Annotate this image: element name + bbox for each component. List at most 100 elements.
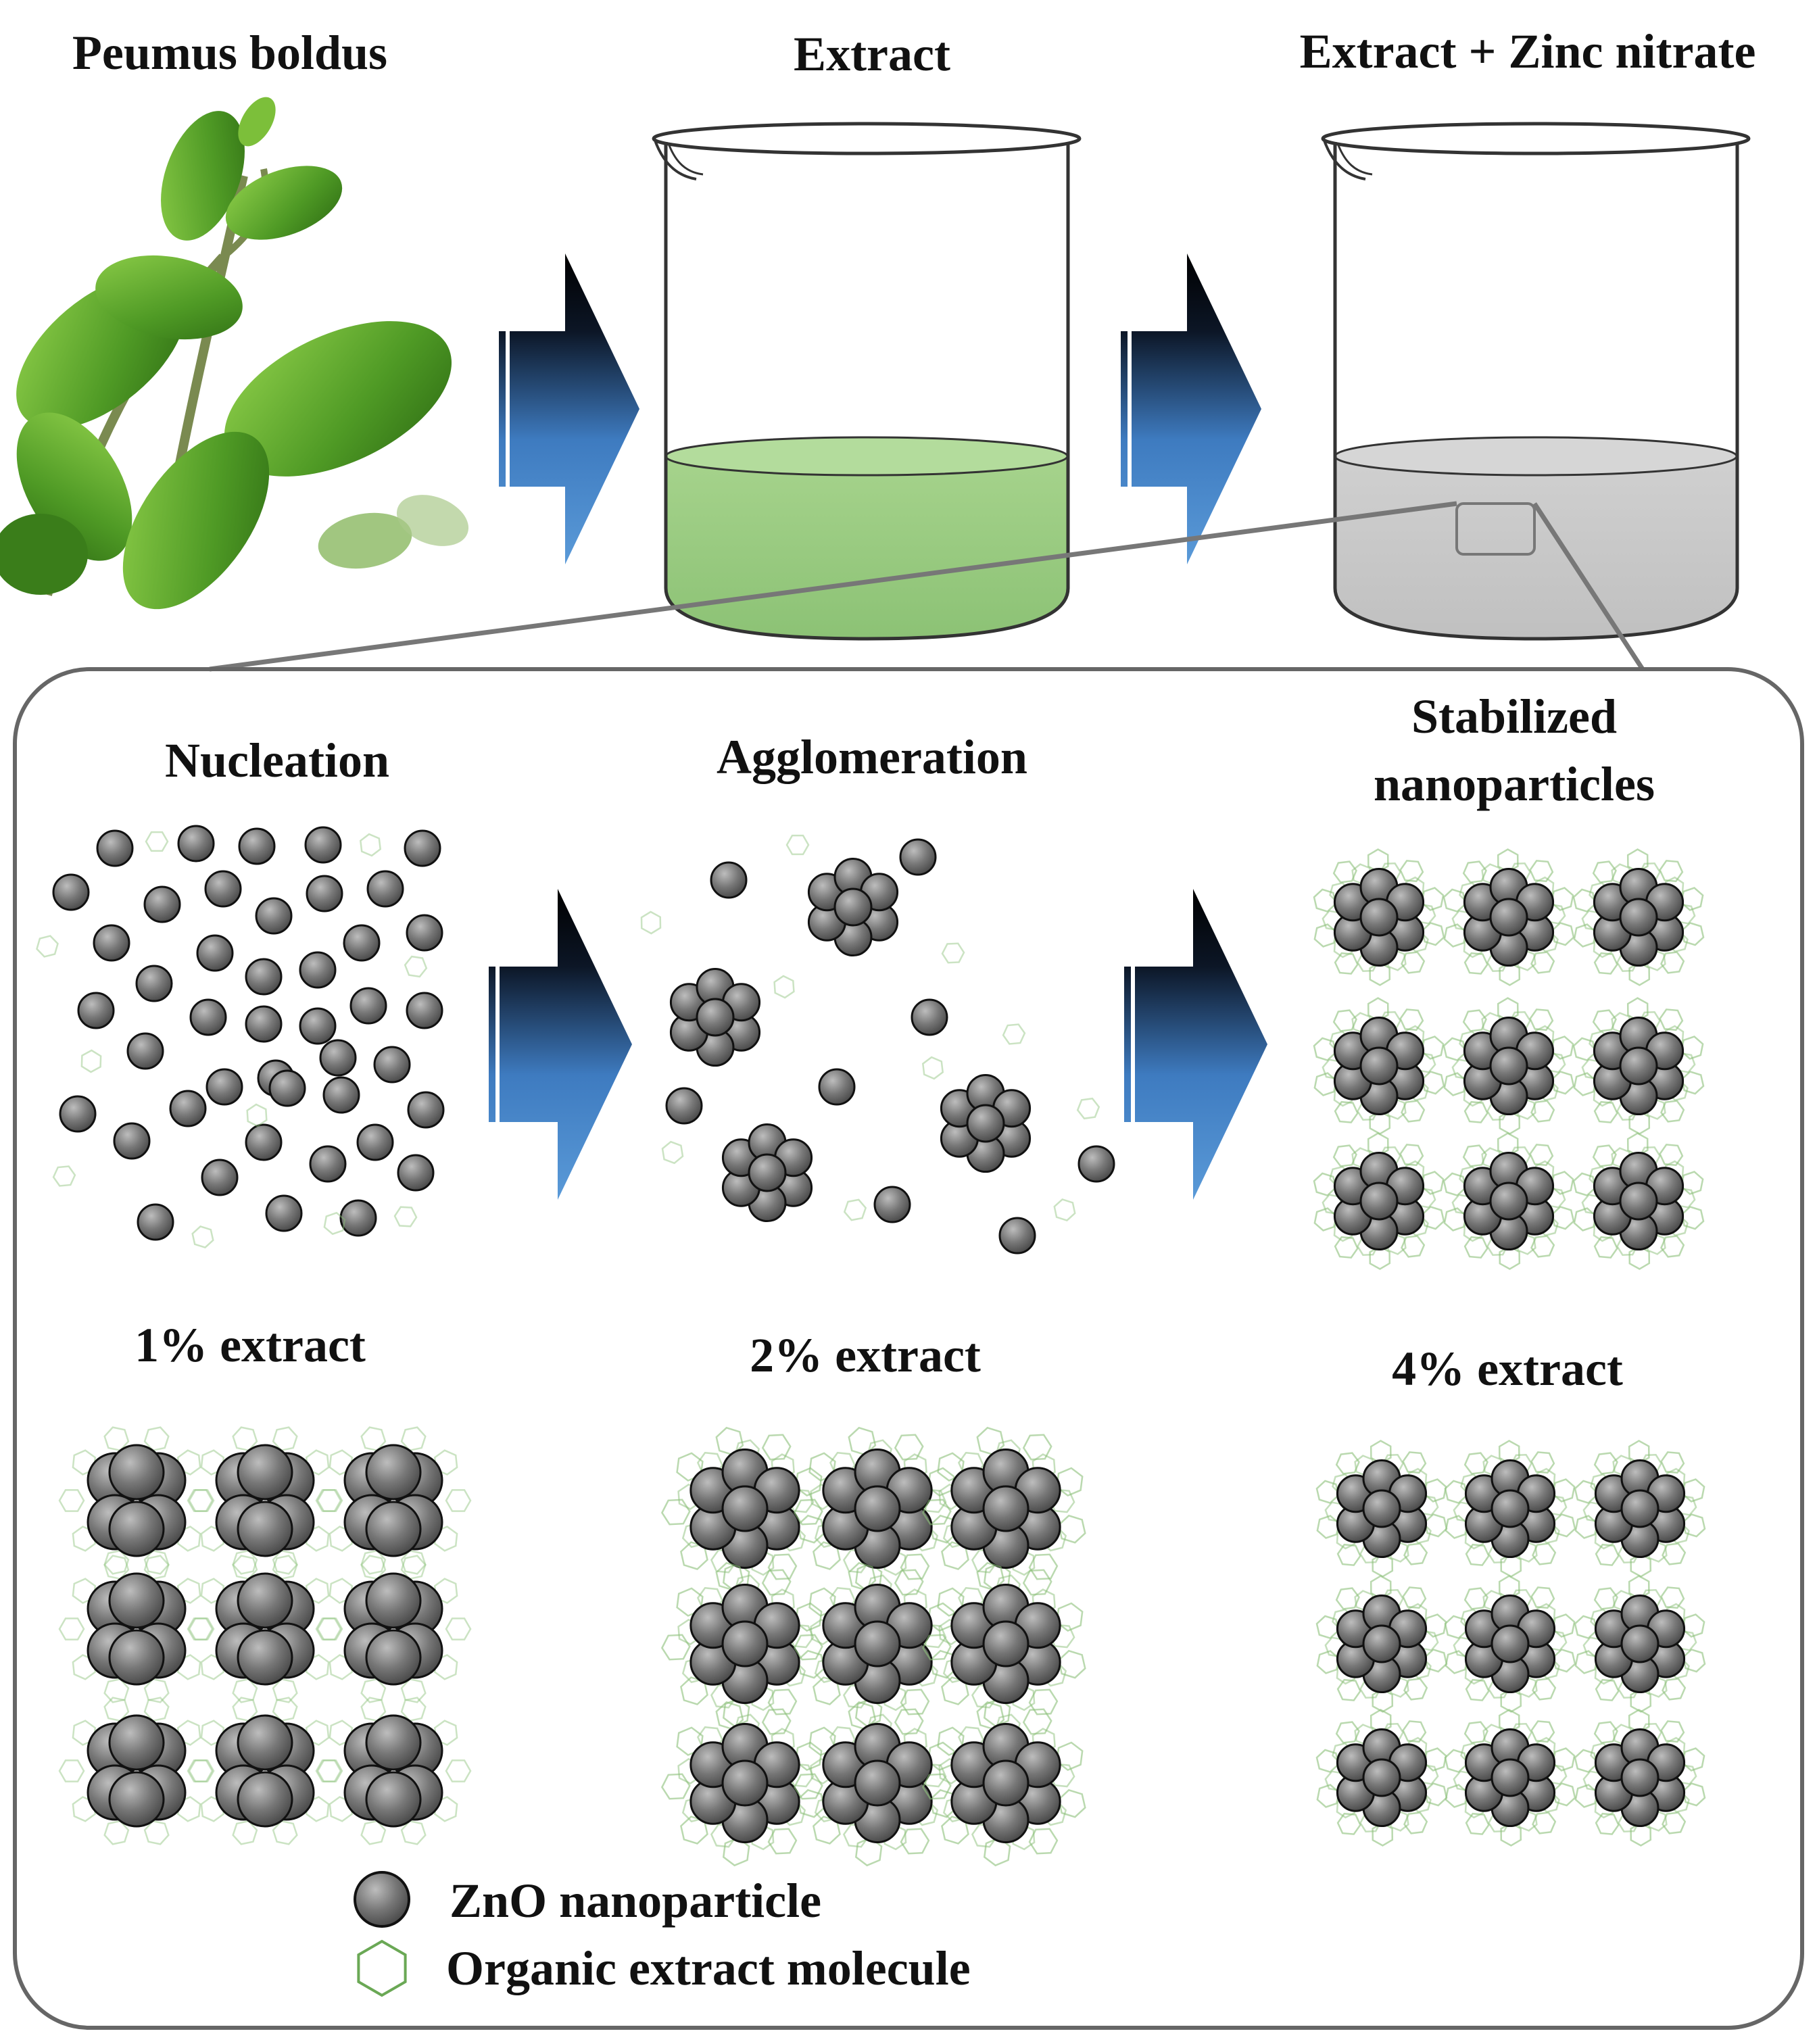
zno-nanoparticle: [1491, 1758, 1530, 1797]
organic-extract-molecule: [767, 1828, 798, 1855]
organic-extract-molecule: [1444, 1749, 1468, 1774]
organic-extract-molecule: [1315, 1480, 1340, 1505]
arrow-plant-to-extract: [493, 253, 639, 564]
organic-extract-molecule: [785, 834, 810, 856]
zno-nanoparticle: [356, 1123, 394, 1161]
organic-extract-molecule: [393, 1206, 418, 1227]
organic-extract-molecule: [1552, 1782, 1576, 1807]
zno-nanoparticle: [169, 1090, 207, 1127]
zno-nanoparticle: [135, 965, 173, 1002]
organic-extract-molecule: [1421, 921, 1445, 946]
extract-label: Extract: [794, 27, 950, 81]
organic-extract-molecule: [767, 1688, 798, 1716]
organic-extract-molecule: [1401, 1235, 1426, 1258]
organic-extract-molecule: [1593, 952, 1618, 975]
organic-extract-molecule: [1529, 1008, 1554, 1031]
zno-nanoparticle: [748, 1153, 787, 1192]
organic-extract-molecule: [900, 1553, 930, 1580]
organic-extract-molecule: [316, 1489, 343, 1512]
zno-nanoparticle: [406, 914, 443, 952]
zno-nanoparticle: [406, 992, 443, 1029]
zno-nanoparticle: [366, 870, 404, 908]
organic-extract-molecule: [58, 1489, 85, 1512]
organic-extract-molecule: [1574, 1615, 1598, 1640]
organic-extract-molecule: [1402, 1586, 1427, 1609]
organic-extract-molecule: [1572, 888, 1597, 913]
organic-extract-molecule: [187, 1759, 214, 1782]
organic-extract-molecule: [773, 975, 795, 999]
organic-extract-molecule: [1399, 1008, 1424, 1031]
organic-extract-molecule: [661, 1140, 684, 1165]
organic-extract-molecule: [1552, 1513, 1576, 1538]
zno-nanoparticle: [696, 998, 735, 1037]
organic-extract-molecule: [1462, 860, 1487, 883]
organic-extract-molecule: [1462, 1009, 1487, 1032]
organic-extract-molecule: [1530, 1451, 1555, 1474]
organic-extract-molecule: [191, 1225, 214, 1249]
zno-nanoparticle: [204, 870, 242, 908]
zno-nanoparticle: [177, 825, 215, 862]
organic-extract-molecule: [188, 1617, 215, 1640]
organic-extract-molecule: [80, 1049, 102, 1073]
organic-extract-molecule: [894, 1708, 924, 1735]
organic-extract-molecule: [1465, 1678, 1490, 1701]
zno-nanoparticle: [268, 1069, 306, 1107]
organic-extract-molecule: [1659, 860, 1684, 883]
zno-nanoparticle: [108, 1771, 165, 1828]
organic-extract-molecule: [1334, 1100, 1359, 1123]
organic-extract-molecule: [1593, 1721, 1618, 1744]
zno-nanoparticle: [1491, 1489, 1530, 1528]
organic-extract-molecule: [1421, 1070, 1445, 1095]
zno-nanoparticle: [1491, 1624, 1530, 1663]
organic-extract-molecule: [1574, 1749, 1598, 1774]
organic-extract-molecule: [1529, 860, 1554, 883]
zno-nanoparticle: [1619, 1046, 1658, 1086]
organic-extract-molecule: [1335, 1452, 1360, 1475]
organic-extract-molecule: [1443, 1037, 1467, 1062]
organic-extract-molecule: [1313, 1037, 1337, 1062]
zinc-extract-label: Extract + Zinc nitrate: [1299, 24, 1756, 78]
organic-extract-molecule: [1334, 952, 1359, 975]
organic-extract-molecule: [1463, 1721, 1488, 1744]
zno-nanoparticle: [59, 1095, 97, 1133]
organic-extract-molecule: [761, 1569, 792, 1596]
zno-nanoparticle: [721, 1485, 769, 1532]
zno-nanoparticle: [113, 1122, 151, 1160]
organic-extract-molecule: [323, 1211, 346, 1236]
zno-nanoparticle: [349, 987, 387, 1025]
zno-nanoparticle: [265, 1194, 303, 1232]
organic-extract-molecule: [1332, 1009, 1357, 1032]
organic-extract-molecule: [1402, 1720, 1427, 1743]
organic-extract-molecule: [1551, 921, 1575, 946]
zno-nanoparticle: [339, 1199, 377, 1237]
organic-extract-molecule: [1401, 951, 1426, 974]
zno-nanoparticle: [238, 827, 276, 865]
organic-extract-molecule: [1592, 1009, 1617, 1032]
organic-extract-molecule: [900, 1828, 930, 1855]
zno-nanoparticle: [108, 1629, 165, 1686]
zno-nanoparticle: [1620, 1624, 1659, 1663]
organic-extract-molecule: [1593, 1452, 1618, 1475]
zno-nanoparticle: [245, 958, 283, 996]
zno-nanoparticle: [854, 1759, 901, 1807]
organic-extract-molecule: [1530, 1100, 1555, 1123]
organic-extract-molecule: [58, 1759, 85, 1782]
organic-extract-molecule: [445, 1759, 472, 1782]
organic-extract-molecule: [1662, 1811, 1687, 1834]
organic-extract-molecule: [404, 955, 428, 978]
organic-extract-molecule: [52, 1165, 76, 1187]
zno-nanoparticle: [1620, 1758, 1659, 1797]
organic-extract-molecule: [1463, 1100, 1488, 1123]
stabilized-label-line1: Stabilized: [1411, 689, 1618, 744]
organic-extract-molecule: [315, 1759, 342, 1782]
organic-extract-molecule: [1402, 1451, 1427, 1474]
organic-extract-molecule: [187, 1617, 214, 1640]
organic-extract-molecule: [1682, 1513, 1706, 1538]
clusters-2-percent: [660, 1426, 1086, 1867]
agglomeration-particles: [640, 834, 1115, 1255]
organic-extract-molecule: [1530, 1720, 1555, 1743]
organic-extract-molecule: [796, 1788, 825, 1818]
zno-nanoparticle: [304, 826, 342, 864]
zno-nanoparticle: [1489, 1046, 1528, 1086]
